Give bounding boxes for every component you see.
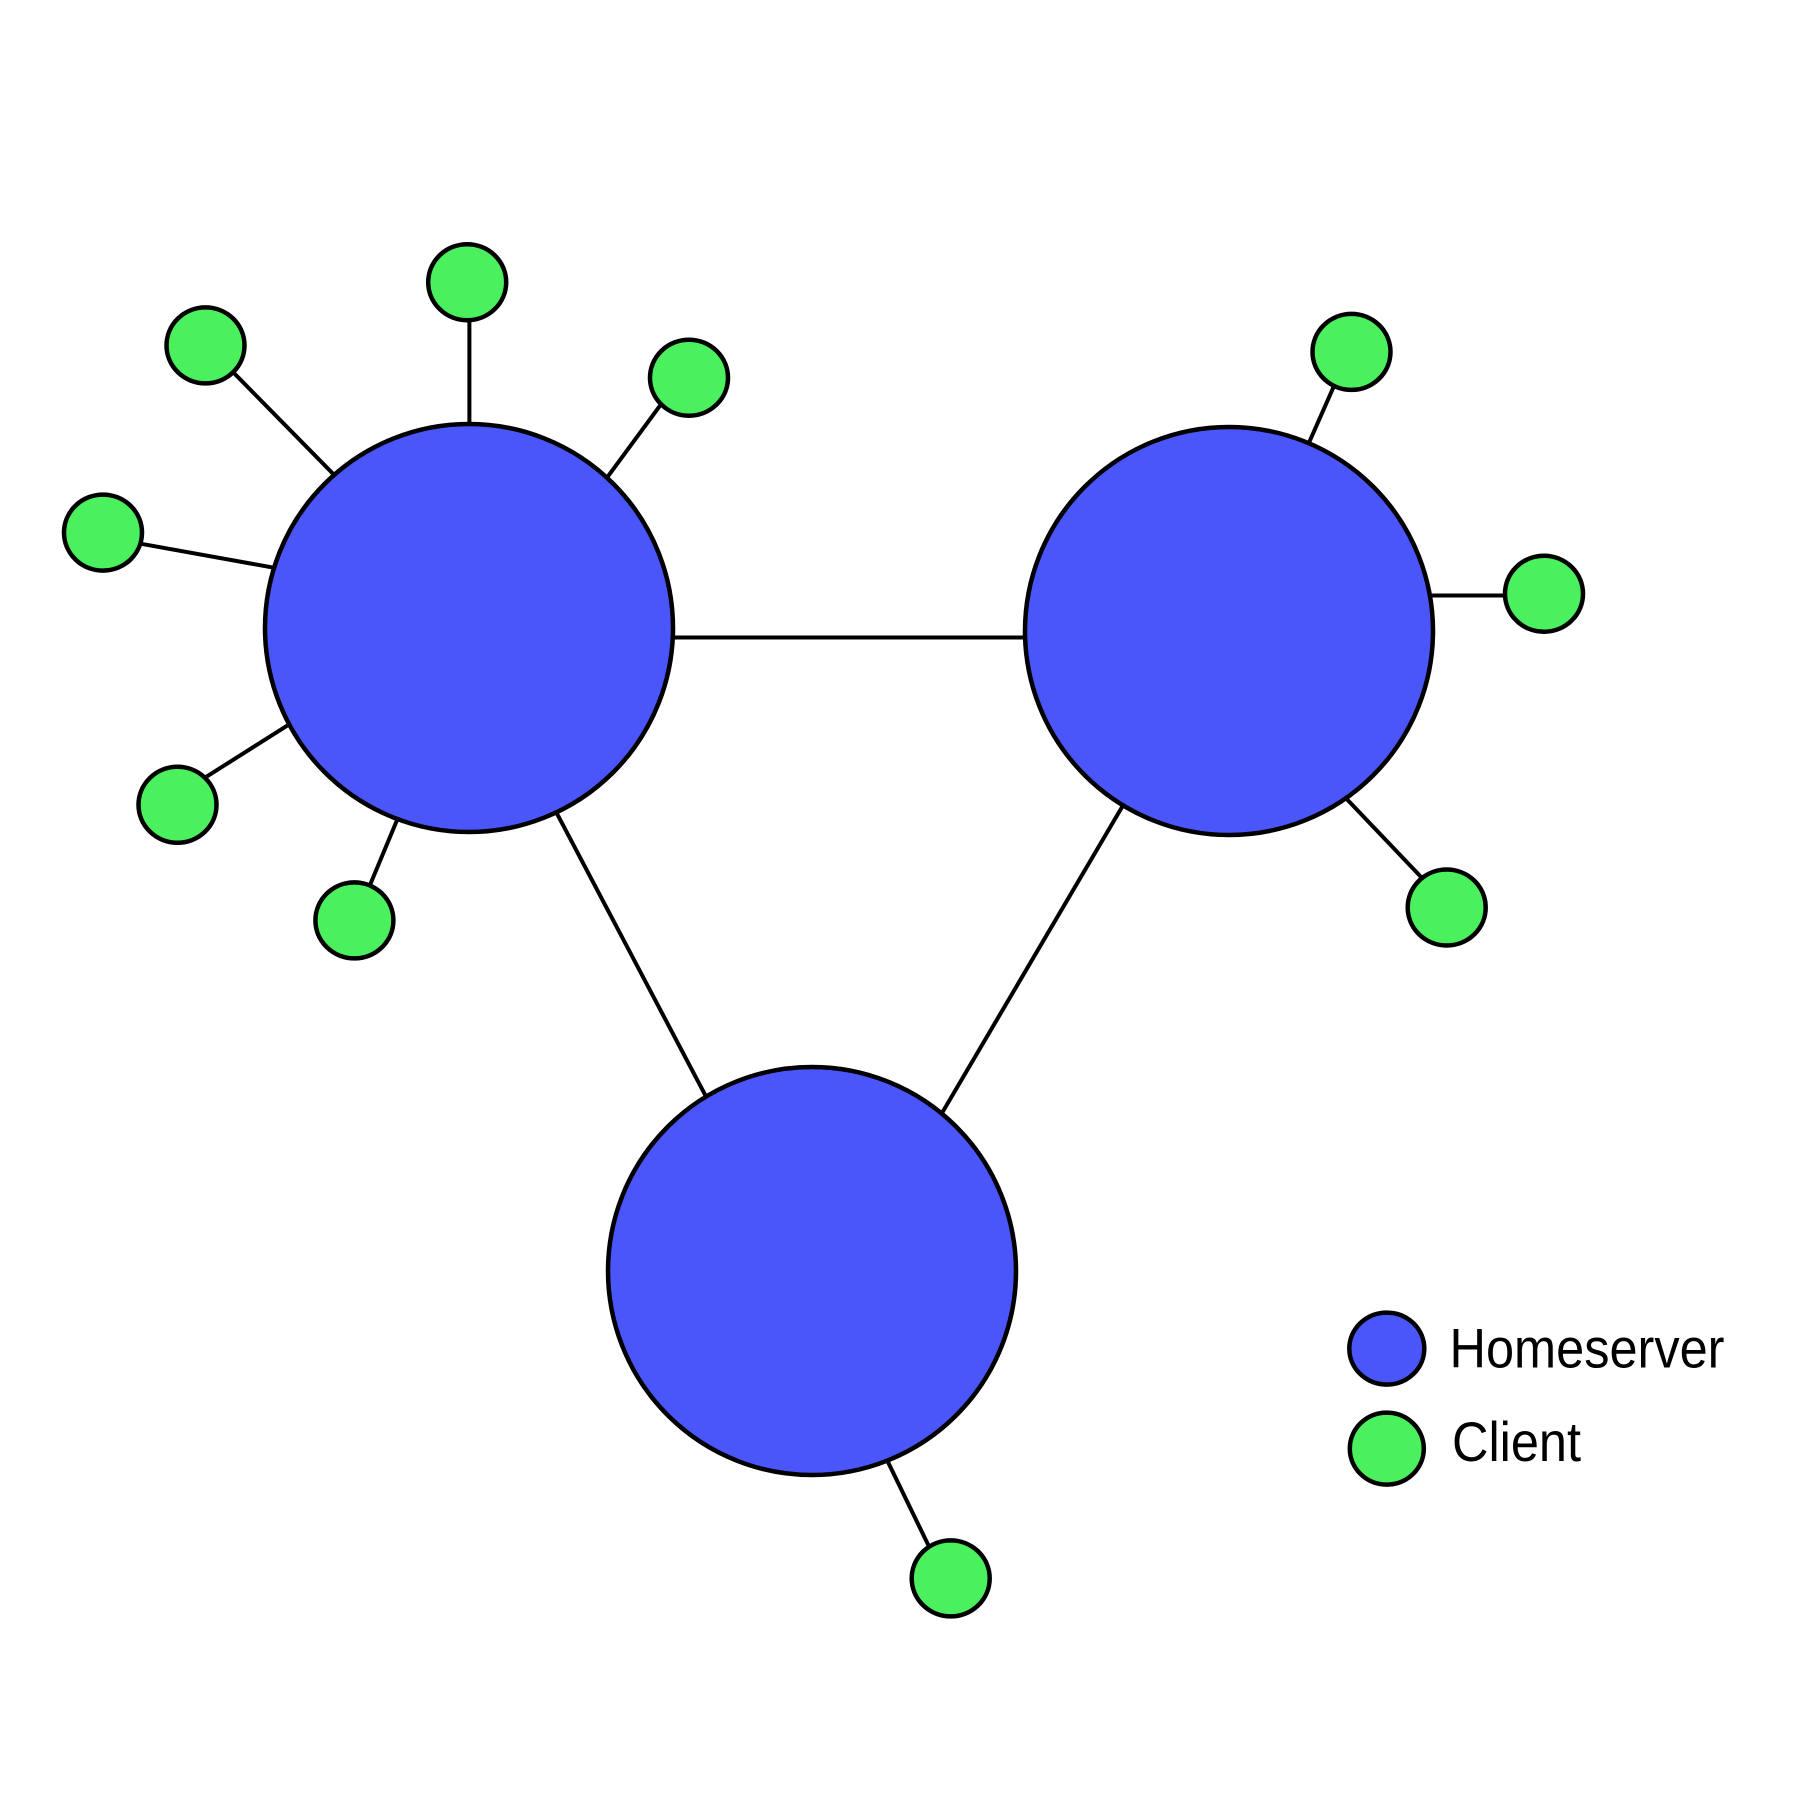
svg-text:Homeserver: Homeserver [1450, 1317, 1725, 1380]
svg-text:Client: Client [1452, 1410, 1581, 1473]
